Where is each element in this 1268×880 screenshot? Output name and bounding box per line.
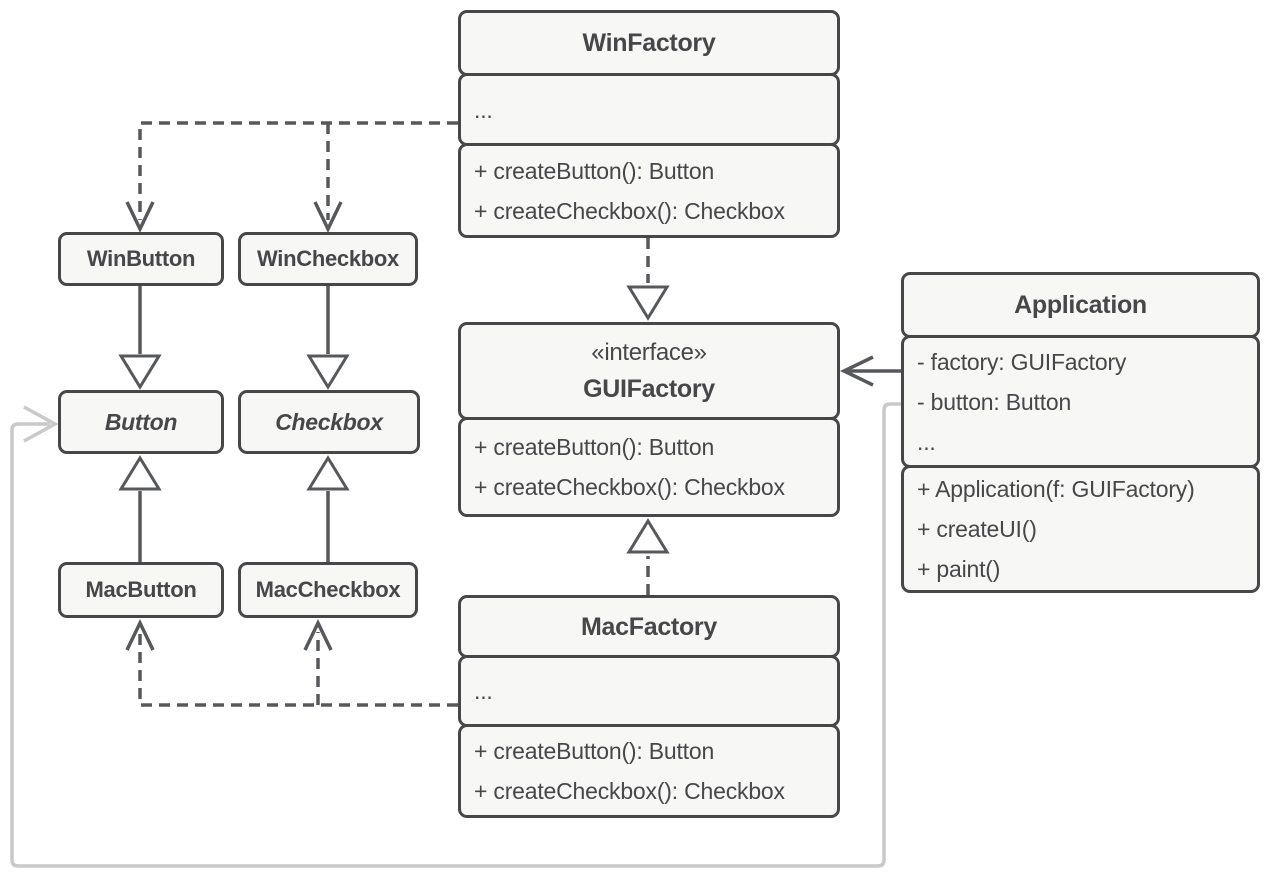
method-label: + createButton(): Button xyxy=(474,738,715,764)
hollow-triangle-icon xyxy=(626,285,670,321)
attribute-label: - factory: GUIFactory xyxy=(917,348,1127,375)
method-label: + createButton(): Button xyxy=(474,157,715,184)
hollow-triangle-icon xyxy=(626,518,670,554)
open-arrowhead-icon xyxy=(839,355,874,387)
class-name-label: MacFactory xyxy=(581,612,717,641)
class-methods: + createButton(): Button + createCheckbo… xyxy=(458,417,840,517)
method-label: + createCheckbox(): Checkbox xyxy=(474,197,785,224)
stereotype-label: «interface» xyxy=(591,339,707,366)
class-winfactory: WinFactory ... + createButton(): Button … xyxy=(458,10,840,238)
method-label: + createCheckbox(): Checkbox xyxy=(474,778,785,804)
class-macbutton: MacButton xyxy=(58,562,224,618)
class-title: Button xyxy=(58,390,224,454)
open-arrowhead-icon xyxy=(303,618,333,651)
class-checkbox: Checkbox xyxy=(238,390,420,454)
method-label: + Application(f: GUIFactory) xyxy=(917,476,1195,502)
class-name-label: WinFactory xyxy=(582,29,716,57)
open-arrowhead-icon xyxy=(125,618,155,651)
class-winbutton: WinButton xyxy=(58,232,224,286)
dependency-path xyxy=(138,121,458,220)
class-methods: + createButton(): Button + createCheckbo… xyxy=(458,724,840,818)
class-name-label: Checkbox xyxy=(275,409,383,435)
class-wincheckbox: WinCheckbox xyxy=(238,232,418,286)
dependency-winfactory-products xyxy=(125,121,458,234)
class-name-label: WinCheckbox xyxy=(257,246,399,271)
method-label: + paint() xyxy=(917,556,1001,582)
class-title: WinFactory xyxy=(458,10,840,76)
open-arrowhead-icon xyxy=(23,405,59,443)
open-arrowhead-icon xyxy=(313,201,343,234)
class-application: Application - factory: GUIFactory - butt… xyxy=(901,272,1260,593)
dependency-path xyxy=(138,632,458,707)
inheritance-mac-products xyxy=(118,455,350,562)
class-title: MacButton xyxy=(58,562,224,618)
attribute-label: ... xyxy=(917,428,936,455)
class-title: WinButton xyxy=(58,232,224,286)
class-attributes: ... xyxy=(458,655,840,727)
class-methods: + createButton(): Button + createCheckbo… xyxy=(458,143,840,238)
class-name-label: MacCheckbox xyxy=(255,577,401,602)
hollow-triangle-icon xyxy=(306,354,350,390)
class-macfactory: MacFactory ... + createButton(): Button … xyxy=(458,595,840,818)
class-attributes: ... xyxy=(458,73,840,146)
method-label: + createButton(): Button xyxy=(474,434,715,460)
realization-winfactory-guifactory xyxy=(626,238,670,321)
class-methods: + Application(f: GUIFactory) + createUI(… xyxy=(901,465,1260,593)
class-name-label: MacButton xyxy=(85,577,197,602)
class-title: «interface» GUIFactory xyxy=(458,322,840,420)
class-attributes: - factory: GUIFactory - button: Button .… xyxy=(901,335,1260,468)
class-maccheckbox: MacCheckbox xyxy=(238,562,418,618)
attribute-label: - button: Button xyxy=(917,388,1072,415)
hollow-triangle-icon xyxy=(118,455,162,491)
hollow-triangle-icon xyxy=(118,354,162,390)
hollow-triangle-icon xyxy=(306,455,350,491)
attribute-label: ... xyxy=(474,96,493,123)
class-title: MacFactory xyxy=(458,595,840,658)
class-name-label: Application xyxy=(1014,291,1147,319)
class-name-label: GUIFactory xyxy=(583,375,715,403)
dependency-macfactory-products xyxy=(125,618,458,707)
class-guifactory: «interface» GUIFactory + createButton():… xyxy=(458,322,840,517)
class-button: Button xyxy=(58,390,224,454)
class-title: MacCheckbox xyxy=(238,562,418,618)
method-label: + createCheckbox(): Checkbox xyxy=(474,474,785,500)
class-name-label: WinButton xyxy=(86,246,196,271)
association-application-guifactory xyxy=(839,355,901,387)
attribute-label: ... xyxy=(474,678,493,704)
open-arrowhead-icon xyxy=(125,201,155,234)
class-title: WinCheckbox xyxy=(238,232,418,286)
class-title: Checkbox xyxy=(238,390,420,454)
class-title: Application xyxy=(901,272,1260,338)
inheritance-win-products xyxy=(118,286,350,390)
realization-macfactory-guifactory xyxy=(626,518,670,595)
method-label: + createUI() xyxy=(917,516,1037,542)
class-name-label: Button xyxy=(104,409,178,435)
